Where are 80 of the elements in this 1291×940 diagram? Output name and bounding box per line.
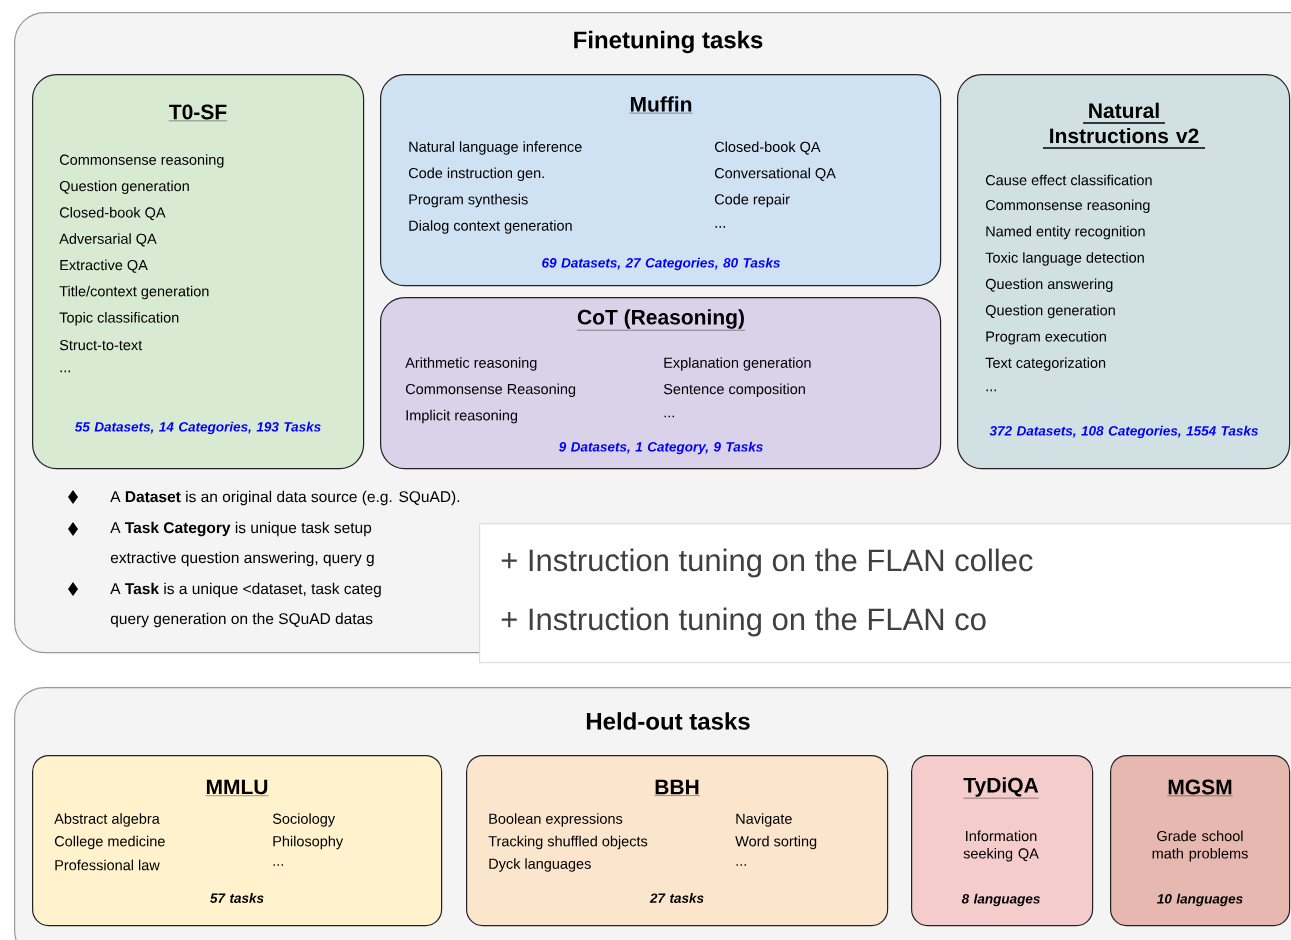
item-text: Dyck languages: [489, 858, 591, 872]
item-text: Text categorization: [985, 357, 1106, 371]
note-text: A Task is a unique <dataset, task categ: [110, 582, 381, 598]
item-text: ...: [273, 864, 283, 866]
item-text: ...: [60, 370, 70, 373]
item-text: Sentence composition: [663, 383, 805, 398]
box-title: Natural Instructions v2: [1050, 102, 1199, 144]
item-text: Struct-to-text: [59, 339, 143, 351]
item-text: Commonsense Reasoning: [405, 383, 576, 398]
stats-text: 27 tasks: [649, 893, 704, 903]
category-box: [1110, 755, 1291, 927]
item-text: Conversational QA: [714, 167, 836, 181]
item-text: Professional law: [55, 859, 160, 871]
item-text: Question answering: [985, 278, 1113, 292]
item-text: Closed-book QA: [714, 141, 821, 155]
stats-text: 372 Datasets, 108 Categories, 1554 Tasks: [989, 425, 1258, 439]
stats-text: 8 languages: [961, 893, 1040, 907]
category-box: [380, 74, 942, 287]
item-text: Commonsense reasoning: [985, 199, 1150, 214]
panel-title: Finetuning tasks: [574, 30, 763, 54]
item-text: Program synthesis: [409, 193, 528, 208]
item-text: Topic classification: [59, 312, 179, 326]
item-text: Program execution: [986, 331, 1106, 345]
item-text: Adversarial QA: [59, 233, 157, 247]
item-text: Question generation: [59, 180, 189, 195]
item-text: Code instruction gen.: [408, 167, 544, 182]
item-text: Abstract algebra: [54, 813, 160, 827]
item-text: Closed-book QA: [59, 207, 166, 221]
box-title: MMLU: [205, 779, 269, 796]
box-title: BBH: [654, 779, 700, 796]
panel-title: Held-out tasks: [586, 712, 750, 730]
item-text: Implicit reasoning: [406, 409, 518, 424]
overlay-box: [479, 523, 1291, 664]
item-text: Explanation generation: [664, 357, 811, 371]
stats-text: 9 Datasets, 1 Category, 9 Tasks: [559, 441, 763, 455]
box-title: TyDiQA: [963, 777, 1039, 799]
item-text: Commonsense reasoning: [59, 154, 224, 168]
item-text: ...: [736, 864, 746, 866]
item-text: Navigate: [736, 813, 792, 827]
overlay-text: + Instruction tuning on the FLAN collec: [501, 548, 1033, 578]
category-box: [957, 74, 1291, 470]
item-text: Named entity recognition: [986, 225, 1145, 240]
stats-text: 10 languages: [1157, 893, 1243, 907]
item-text: Word sorting: [735, 835, 817, 850]
item-text: ...: [715, 226, 725, 228]
category-box: [466, 755, 889, 927]
item-text: Philosophy: [273, 835, 344, 850]
box-title: Muffin: [629, 96, 693, 114]
item-text: ...: [664, 415, 674, 418]
category-box: [32, 74, 365, 470]
stats-text: 55 Datasets, 14 Categories, 193 Tasks: [74, 421, 321, 435]
category-box: [911, 755, 1094, 927]
category-box: [380, 297, 942, 470]
item-text: Natural language inference: [409, 141, 582, 155]
item-text: Cause effect classification: [985, 174, 1152, 186]
item-text: Title/context generation: [59, 285, 209, 300]
category-box: [32, 755, 443, 927]
note-text: extractive question answering, query g: [110, 551, 374, 567]
box-title: MGSM: [1167, 779, 1233, 797]
stats-text: 69 Datasets, 27 Categories, 80 Tasks: [542, 257, 780, 271]
item-text: Question generation: [985, 304, 1115, 319]
item-text: ...: [986, 389, 996, 392]
item-text: Boolean expressions: [489, 813, 623, 827]
item-text: Tracking shuffled objects: [488, 835, 648, 850]
item-text: Code repair: [714, 193, 790, 208]
item-text: Toxic language detection: [985, 252, 1144, 266]
box-title: CoT (Reasoning): [576, 309, 746, 331]
item-text: Information seeking QA: [963, 830, 1039, 862]
item-text: Arithmetic reasoning: [405, 357, 537, 371]
item-text: Extractive QA: [60, 259, 148, 273]
item-text: Dialog context generation: [409, 220, 572, 234]
overlay-text: + Instruction tuning on the FLAN co: [501, 607, 986, 637]
box-title: T0-SF: [168, 104, 228, 122]
item-text: Grade school math problems: [1152, 830, 1248, 862]
item-text: Sociology: [272, 813, 336, 827]
note-text: A Dataset is an original data source (e.g. SQuAD).: [110, 490, 460, 506]
stats-text: 57 tasks: [210, 893, 264, 903]
note-text: query generation on the SQuAD datas: [110, 612, 373, 628]
note-text: A Task Category is unique task setup: [110, 521, 372, 537]
item-text: College medicine: [54, 835, 165, 850]
